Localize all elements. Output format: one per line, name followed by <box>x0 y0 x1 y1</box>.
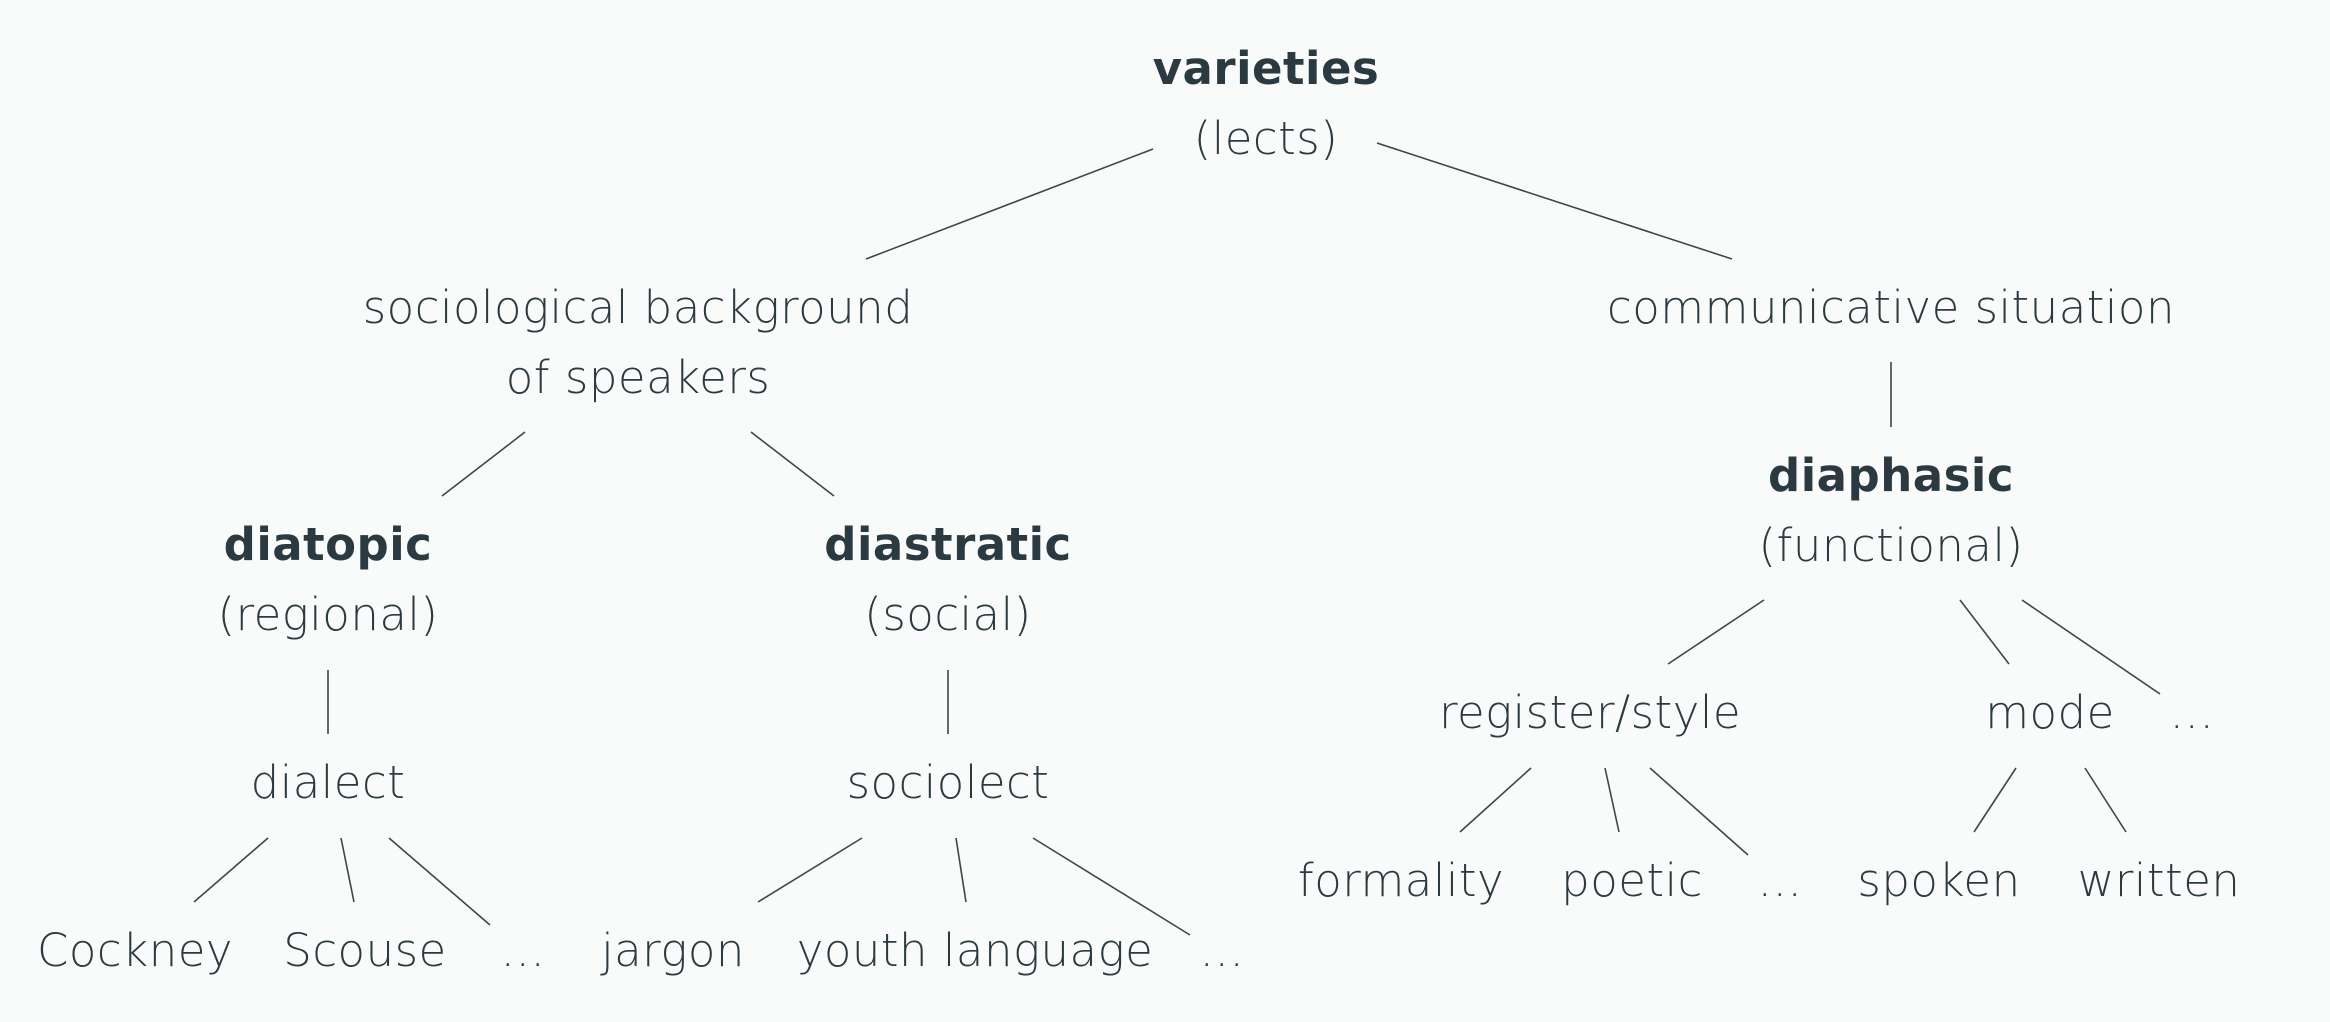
node-register-style: register/style <box>1439 678 1741 748</box>
edge-register-poetic <box>1604 767 1620 833</box>
edge-diaphasic-register <box>1667 599 1765 665</box>
node-mode: mode <box>1985 678 2115 748</box>
node-dialect-label: dialect <box>250 756 406 809</box>
node-youth-language: youth language <box>797 916 1154 986</box>
edge-sociolect-jargon <box>757 837 863 903</box>
node-sociolect: sociolect <box>847 748 1050 818</box>
edge-dialect-cockney <box>193 837 269 903</box>
edge-diaphasic-more <box>2021 599 2161 695</box>
node-diastratic: diastratic (social) <box>824 510 1071 650</box>
edge-sociological-diastratic <box>750 431 835 497</box>
node-sociolect-more-label: … <box>1199 924 1245 977</box>
node-register-label: register/style <box>1438 686 1742 739</box>
edge-mode-spoken <box>1973 767 2017 833</box>
node-diaphasic: diaphasic (functional) <box>1758 441 2023 581</box>
node-register-more: … <box>1757 846 1803 916</box>
node-scouse-label: Scouse <box>283 924 447 977</box>
node-youth-label: youth language <box>796 924 1154 977</box>
node-dialect-more-label: … <box>500 924 546 977</box>
node-poetic: poetic <box>1561 846 1703 916</box>
node-communicative-situation: communicative situation <box>1607 273 2175 343</box>
node-diastratic-gloss: (social) <box>864 588 1032 641</box>
node-formality-label: formality <box>1297 854 1505 907</box>
node-dialect-more: … <box>500 916 546 986</box>
node-dialect: dialect <box>251 748 406 818</box>
edge-register-formality <box>1459 767 1532 833</box>
node-cockney: Cockney <box>37 916 233 986</box>
edge-varieties-communicative <box>1376 142 1733 260</box>
node-written-label: written <box>2077 854 2241 907</box>
node-varieties-gloss: (lects) <box>1193 112 1339 165</box>
node-sociological-line2: of speakers <box>505 351 771 404</box>
node-spoken: spoken <box>1857 846 2020 916</box>
node-sociological-line1: sociological background <box>362 281 914 334</box>
node-sociolect-label: sociolect <box>846 756 1050 809</box>
node-diaphasic-more: … <box>2169 678 2215 748</box>
edge-varieties-sociological <box>865 148 1154 260</box>
node-register-more-label: … <box>1757 854 1803 907</box>
edge-diaphasic-mode <box>1959 599 2010 665</box>
node-jargon-label: jargon <box>601 924 745 977</box>
node-cockney-label: Cockney <box>36 924 234 977</box>
node-communicative-line1: communicative situation <box>1607 281 2175 334</box>
node-mode-label: mode <box>1985 686 2115 739</box>
edge-sociolect-youth <box>955 837 967 903</box>
node-written: written <box>2078 846 2241 916</box>
edge-mode-written <box>2084 767 2127 833</box>
node-diaphasic-term: diaphasic <box>1767 449 2015 502</box>
edge-dialect-more <box>388 837 491 926</box>
node-diastratic-term: diastratic <box>824 518 1072 571</box>
edge-dialect-scouse <box>340 837 355 903</box>
node-diaphasic-gloss: (functional) <box>1758 519 2024 572</box>
edge-register-more <box>1649 767 1749 856</box>
node-varieties-term: varieties <box>1152 42 1380 95</box>
node-diatopic-gloss: (regional) <box>217 588 439 641</box>
edge-sociolect-more <box>1032 837 1191 936</box>
node-formality: formality <box>1298 846 1504 916</box>
node-diatopic: diatopic (regional) <box>218 510 439 650</box>
edge-sociological-diatopic <box>441 431 526 497</box>
node-spoken-label: spoken <box>1857 854 2021 907</box>
node-sociolect-more: … <box>1199 916 1245 986</box>
node-jargon: jargon <box>601 916 745 986</box>
node-diatopic-term: diatopic <box>223 518 433 571</box>
node-poetic-label: poetic <box>1561 854 1703 907</box>
node-scouse: Scouse <box>283 916 447 986</box>
node-diaphasic-more-label: … <box>2169 686 2215 739</box>
node-varieties: varieties (lects) <box>1153 34 1380 174</box>
node-sociological-background: sociological background of speakers <box>363 273 914 413</box>
